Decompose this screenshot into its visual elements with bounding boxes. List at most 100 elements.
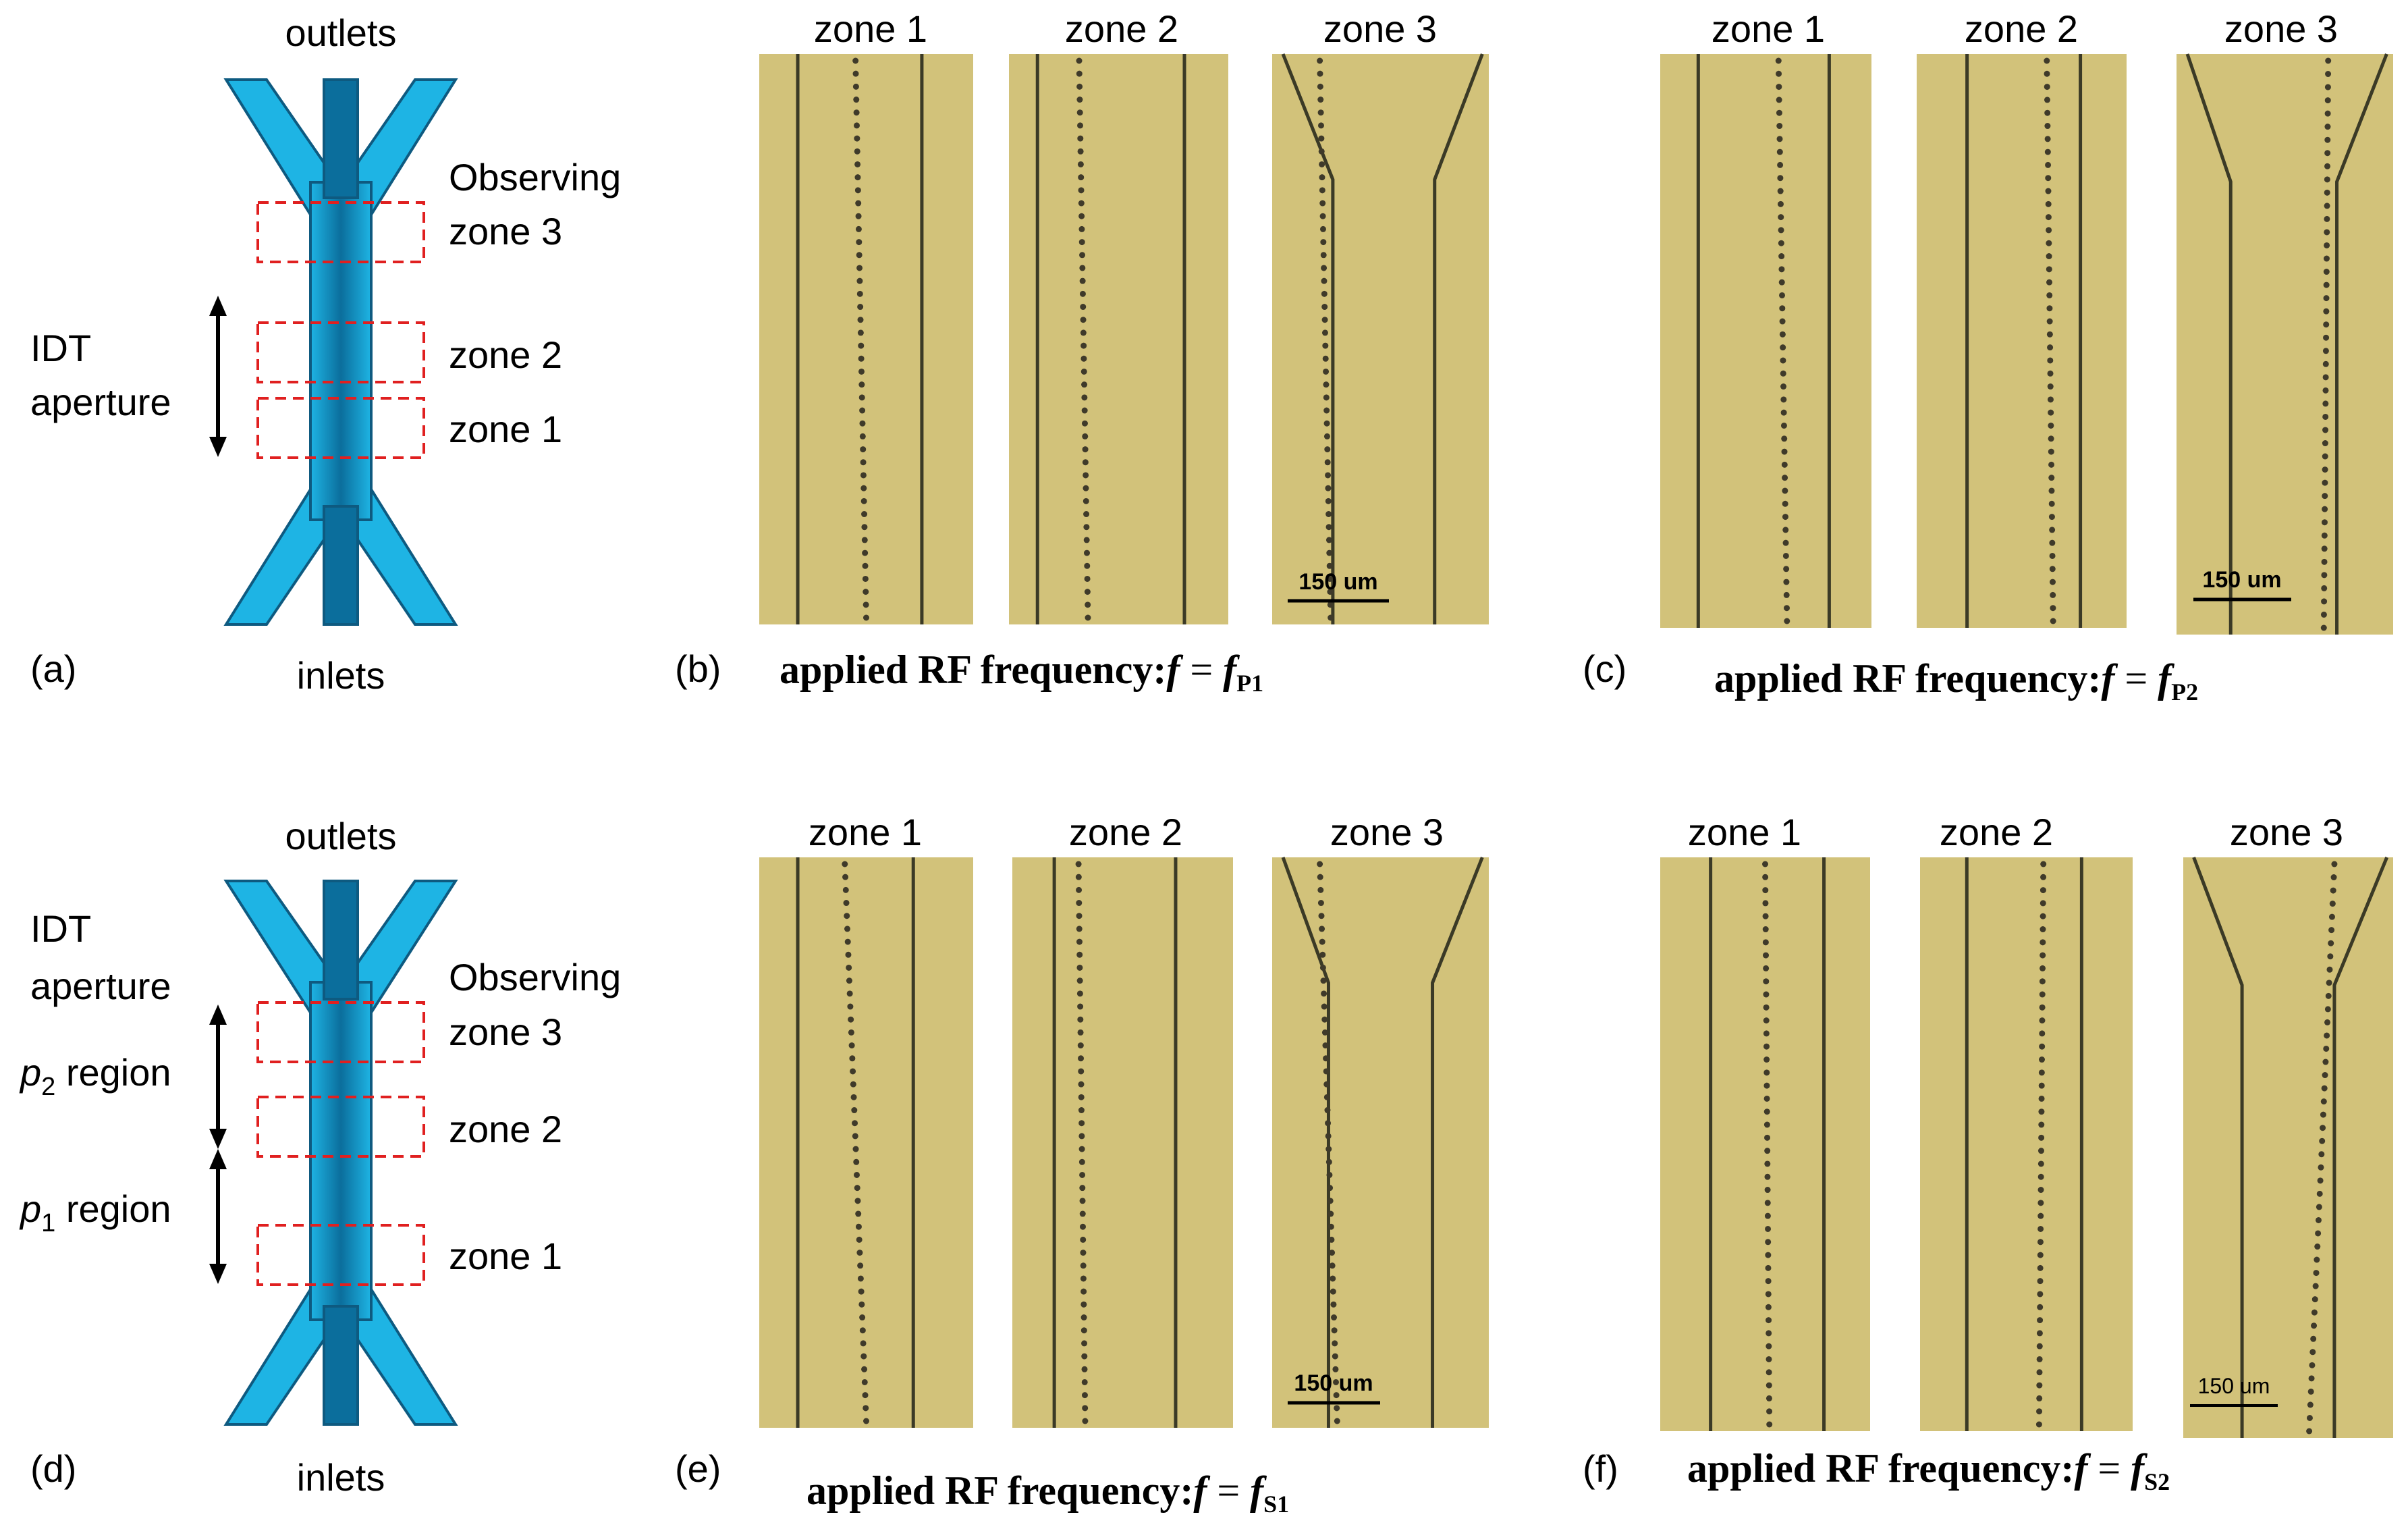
particle xyxy=(859,407,866,414)
particle xyxy=(1321,277,1328,284)
particle xyxy=(2320,1098,2327,1105)
particle xyxy=(1325,511,1332,518)
particle xyxy=(852,1120,858,1127)
particle xyxy=(844,926,850,932)
particle xyxy=(1076,990,1083,997)
particle xyxy=(1085,614,1091,621)
particle xyxy=(859,420,866,427)
particle xyxy=(2050,591,2056,598)
particle xyxy=(2037,1187,2044,1194)
micrograph-zone3 xyxy=(1272,53,1489,624)
particle xyxy=(1329,1250,1336,1256)
particle xyxy=(1764,1200,1771,1206)
particle xyxy=(2039,978,2046,985)
micrograph-zone3 xyxy=(2183,857,2393,1438)
particle xyxy=(856,252,863,259)
caption: applied RF frequency:f = fS2 xyxy=(1687,1446,2170,1495)
particle xyxy=(1078,1094,1085,1100)
particle xyxy=(1332,1366,1339,1372)
particle xyxy=(1763,978,1770,985)
particle xyxy=(2050,605,2056,612)
particle xyxy=(2307,1388,2314,1395)
particle xyxy=(2044,70,2050,77)
particle xyxy=(2038,1095,2045,1102)
particle xyxy=(859,433,866,439)
particle xyxy=(1776,136,1783,142)
particle xyxy=(1780,370,1786,377)
particle xyxy=(2037,1291,2044,1297)
zone3-box xyxy=(256,1001,425,1063)
particle xyxy=(1079,252,1086,259)
particle xyxy=(1320,978,1327,984)
particle xyxy=(842,861,848,867)
particle xyxy=(852,1133,858,1140)
particle xyxy=(1766,1395,1772,1401)
particle xyxy=(2323,282,2330,288)
particle xyxy=(856,1250,863,1256)
particle xyxy=(852,83,859,90)
particle xyxy=(1776,84,1782,90)
particle xyxy=(844,938,851,945)
particle xyxy=(1078,1081,1085,1088)
zone2-title: zone 2 xyxy=(1065,7,1178,50)
particle xyxy=(2039,991,2046,998)
particle xyxy=(1324,446,1331,453)
particle xyxy=(2322,479,2328,486)
particle xyxy=(859,1314,866,1321)
particle xyxy=(2331,861,2338,867)
panel-e-label: (e) xyxy=(675,1447,721,1490)
particle xyxy=(2047,383,2054,390)
particle xyxy=(1318,913,1325,919)
svg-text:150 um: 150 um xyxy=(1294,1370,1373,1396)
particle xyxy=(848,1016,854,1023)
particle xyxy=(1323,1094,1330,1100)
particle xyxy=(1079,1185,1086,1192)
panel-c-label: (c) xyxy=(1583,647,1626,690)
particle xyxy=(855,225,862,232)
particle xyxy=(1323,394,1330,401)
particle xyxy=(1775,57,1782,64)
particle xyxy=(863,601,869,608)
particle xyxy=(1323,407,1330,414)
particle xyxy=(1766,1343,1772,1349)
particle xyxy=(2037,1278,2044,1285)
particle xyxy=(1083,485,1089,491)
caption: applied RF frequency:f = fP1 xyxy=(779,647,1263,697)
particle xyxy=(2322,427,2329,433)
particle xyxy=(1077,122,1084,129)
particle xyxy=(2040,965,2046,971)
particle xyxy=(1322,342,1329,349)
particle xyxy=(1317,874,1323,880)
particle xyxy=(1083,511,1090,518)
particle xyxy=(2046,253,2052,260)
particle xyxy=(1323,420,1330,427)
scale-bar: 150 um xyxy=(2193,567,2291,601)
particle xyxy=(2036,1408,2043,1415)
particle xyxy=(857,1275,864,1282)
particle xyxy=(1778,253,1785,260)
particle xyxy=(2048,422,2054,429)
particle xyxy=(1766,1330,1772,1337)
particle xyxy=(1081,1353,1088,1360)
particle xyxy=(1321,1016,1328,1023)
particle xyxy=(1782,475,1788,481)
particle xyxy=(2318,1164,2324,1171)
particle xyxy=(2323,321,2330,328)
particle xyxy=(1317,70,1323,77)
particle xyxy=(2321,532,2328,539)
particle xyxy=(1327,575,1334,582)
micrograph-zone1 xyxy=(759,857,973,1428)
zone3-title: zone 3 xyxy=(2230,811,2343,853)
particle xyxy=(1083,472,1089,479)
particle xyxy=(1333,1379,1340,1385)
particle xyxy=(1783,591,1790,598)
particle xyxy=(854,1198,861,1204)
particle xyxy=(1323,1081,1330,1088)
panel-d-label: (d) xyxy=(30,1447,76,1490)
particle xyxy=(860,1340,867,1347)
particle xyxy=(860,459,867,466)
particle xyxy=(2040,939,2046,946)
particle xyxy=(2049,566,2056,572)
particle xyxy=(1764,1212,1771,1219)
caption: applied RF frequency:f = fS1 xyxy=(806,1468,1289,1518)
